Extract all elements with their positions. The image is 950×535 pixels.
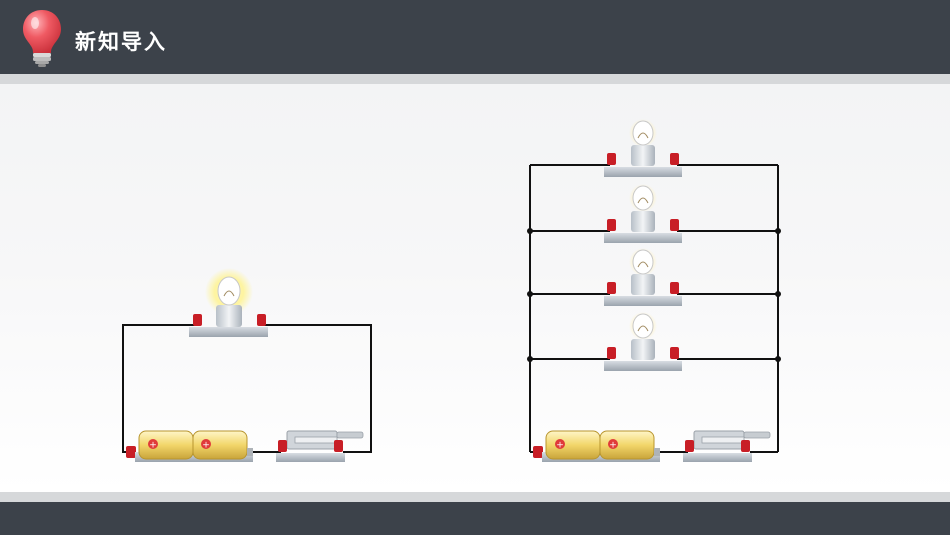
single-bulb-circuit: + + bbox=[122, 268, 372, 462]
switch bbox=[276, 430, 364, 462]
svg-text:+: + bbox=[556, 441, 564, 451]
lightbulb-icon bbox=[23, 10, 61, 67]
page-title: 新知导入 bbox=[75, 29, 167, 54]
battery-pack: + + bbox=[533, 430, 660, 462]
bulb-holder bbox=[604, 312, 682, 371]
footer-divider bbox=[0, 492, 950, 502]
content-area bbox=[0, 84, 950, 492]
svg-text:+: + bbox=[609, 441, 617, 451]
svg-text:+: + bbox=[202, 441, 210, 451]
bulb-holder bbox=[189, 268, 268, 337]
parallel-circuit: + + bbox=[527, 119, 781, 462]
bulb-holder bbox=[604, 248, 682, 306]
header-divider bbox=[0, 74, 950, 84]
header-bar bbox=[0, 0, 950, 74]
footer-bar bbox=[0, 502, 950, 535]
bulb-holder bbox=[604, 184, 682, 243]
svg-text:+: + bbox=[149, 441, 157, 451]
bulb-holder bbox=[604, 119, 682, 177]
battery-pack: + + bbox=[126, 430, 253, 462]
switch bbox=[683, 430, 771, 462]
